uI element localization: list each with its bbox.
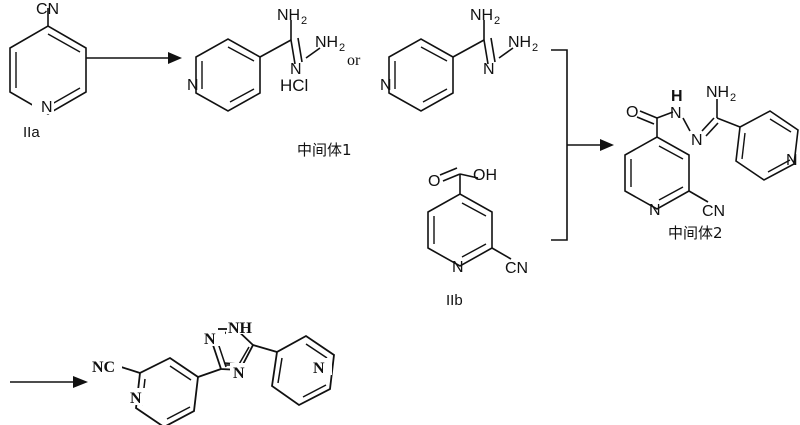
structure-product	[117, 325, 335, 425]
int2-carbonyl-oxygen: O	[626, 104, 638, 121]
label-intermediate-1: 中间体1	[297, 141, 352, 159]
int2-left-ring-nitrogen: N	[649, 202, 661, 219]
product-left-ring-nitrogen: N	[130, 390, 142, 407]
int2-cyano: CN	[702, 203, 725, 220]
int1-amine-nh: NH	[277, 7, 300, 24]
int2-imine-nitrogen: N	[691, 132, 703, 149]
product-triazole-nh: NH	[228, 320, 253, 337]
iib-hydroxyl: OH	[473, 167, 497, 184]
structure-intermediate-1-freebase	[388, 20, 514, 112]
int1b-amine-sub: 2	[494, 15, 500, 27]
or-label: or	[347, 52, 361, 69]
int1b-ring-nitrogen: N	[380, 77, 392, 94]
int2-amide-hydrogen: H	[671, 88, 683, 105]
int1-amine-sub: 2	[301, 15, 307, 27]
iib-carbonyl-oxygen: O	[428, 173, 440, 190]
arrow-2	[567, 139, 614, 151]
structure-intermediate-2	[624, 99, 799, 210]
int1-ring-nitrogen: N	[187, 77, 199, 94]
iib-cyano: CN	[505, 260, 528, 277]
iia-ring-nitrogen-label: N	[41, 99, 53, 116]
int1-hydrazine-sub: 2	[339, 42, 345, 54]
label-intermediate-2: 中间体2	[668, 224, 723, 242]
prod-nc-mask	[92, 356, 122, 374]
int1b-amine-nh: NH	[470, 7, 493, 24]
label-IIb: IIb	[446, 292, 463, 309]
label-IIa: IIa	[23, 124, 40, 141]
product-cyano: NC	[92, 359, 115, 376]
hcl-label: HCl	[280, 76, 309, 95]
int2-amine-sub: 2	[730, 92, 736, 104]
arrow-1	[86, 52, 182, 64]
int2-right-ring-nitrogen: N	[786, 152, 798, 169]
prod-left-n-mask	[128, 388, 150, 405]
int2-amine-nh: NH	[706, 84, 729, 101]
int1-imine-nitrogen: N	[290, 61, 302, 78]
int1-hydrazine-nh: NH	[315, 34, 338, 51]
int1b-imine-nitrogen: N	[483, 61, 495, 78]
prod-triazole-n1-mask	[226, 318, 260, 334]
iia-cyano-atom: CN	[36, 1, 59, 18]
structure-IIb	[427, 167, 512, 267]
iia-n-mask	[32, 98, 54, 114]
iib-ring-nitrogen: N	[452, 259, 464, 276]
structure-intermediate-1	[195, 20, 321, 112]
structure-IIa	[9, 8, 87, 115]
prod-right-n-mask	[310, 358, 332, 375]
right-bracket	[551, 49, 568, 241]
arrow-3	[10, 376, 88, 388]
prod-triazole-n4-mask	[230, 363, 252, 380]
int1b-hydrazine-sub: 2	[532, 42, 538, 54]
product-right-ring-nitrogen: N	[313, 360, 325, 377]
prod-triazole-n2-mask	[203, 330, 225, 346]
int2-amide-nitrogen: N	[670, 105, 682, 122]
product-triazole-n4: N	[233, 365, 245, 382]
int1b-hydrazine-nh: NH	[508, 34, 531, 51]
product-triazole-n2: N	[204, 331, 216, 348]
